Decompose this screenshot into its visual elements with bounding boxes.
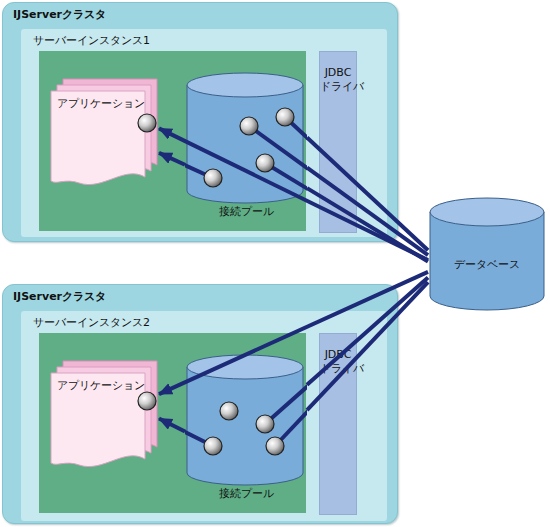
connection-pool-cylinder-outline [185,353,307,507]
node-label: アプリケーション [57,97,145,111]
connection-pool-cylinder: 接続プール [185,71,307,225]
jdbc-driver-band: JDBC ドライバ [319,51,357,233]
cylinder-top [430,198,544,226]
application-pages: アプリケーション [49,359,159,477]
connection-ball [204,169,222,187]
database-cylinder: データベース [428,196,546,314]
cluster-title: IJServerクラスタ [13,290,106,304]
node-label: JDBC ドライバ [320,66,356,95]
application-pages-outline [49,359,159,477]
connection-ball [266,437,284,455]
connection-pool-cylinder-outline [185,71,307,225]
connection-ball [276,108,294,126]
connection-ball [256,154,274,172]
server-instance-box: サーバーインスタンス2 アプリケーション接続プール JDBC ドライバ [21,311,387,521]
cylinder-body [187,85,303,203]
connection-ball [138,114,156,132]
database-cylinder-outline [428,196,546,314]
cluster-title: IJServerクラスタ [13,8,106,22]
cluster-box: IJServerクラスタサーバーインスタンス1 アプリケーション接続プール JDBC… [2,2,398,242]
cylinder-body [187,367,303,485]
connection-line [307,137,428,250]
connection-ball [220,402,238,420]
jdbc-driver-band: JDBC ドライバ [319,333,357,515]
connection-pool-cylinder: 接続プール [185,353,307,507]
connection-ball [240,117,258,135]
document-page [51,91,145,185]
connection-line [307,168,428,255]
node-label: サーバーインスタンス1 [33,34,150,48]
connection-ball [138,392,156,410]
node-label: サーバーインスタンス2 [33,316,150,330]
node-label: 接続プール [185,487,307,501]
connection-ball [204,437,222,455]
connection-line [307,188,428,261]
application-pages-outline [49,77,159,195]
connection-stub [275,353,307,446]
cluster-box: IJServerクラスタサーバーインスタンス2 アプリケーション接続プール JDBC… [2,284,398,524]
cylinder-top [187,355,303,379]
document-page [51,373,145,467]
application-pages: アプリケーション [49,77,159,195]
connection-line [159,419,185,432]
node-label: アプリケーション [57,379,145,393]
server-instance-box: サーバーインスタンス1 アプリケーション接続プール JDBC ドライバ [21,29,387,237]
connection-line [159,153,185,165]
connection-line [307,278,428,385]
connection-line [307,282,428,410]
connection-line [159,128,428,260]
connection-ball [256,415,274,433]
connection-stub [265,353,307,424]
node-label: データベース [428,258,546,272]
connection-stub [285,117,307,225]
node-label: JDBC ドライバ [320,348,356,377]
node-label: 接続プール [185,205,307,219]
connection-line [159,272,428,394]
cylinder-top [187,73,303,97]
